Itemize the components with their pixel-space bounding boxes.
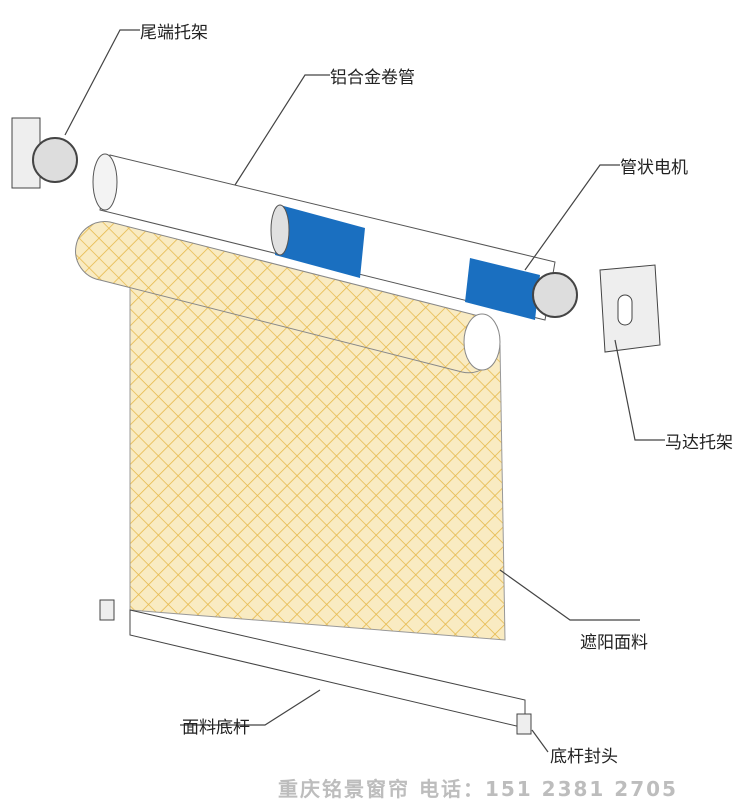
- motor-end: [465, 258, 540, 320]
- tail-bracket-cap: [32, 137, 78, 183]
- leader-lines: [64, 29, 665, 753]
- motor-body: [275, 205, 365, 278]
- tube-cut-edge: [270, 204, 290, 256]
- label-tail-bracket: 尾端托架: [140, 23, 208, 43]
- label-bottom-bar-cap: 底杆封头: [550, 747, 618, 767]
- bottom-cap-right: [516, 713, 532, 735]
- watermark: 重庆铭景窗帘 电话：151 2381 2705: [278, 777, 678, 801]
- label-fabric: 遮阳面料: [580, 633, 648, 653]
- motor-head: [532, 272, 578, 318]
- fabric-roll-end: [463, 313, 501, 371]
- label-motor-bracket: 马达托架: [665, 433, 733, 453]
- label-tubular-motor: 管状电机: [620, 158, 688, 178]
- motor-bracket-slot: [617, 294, 633, 326]
- label-aluminum-tube: 铝合金卷管: [330, 68, 415, 88]
- bottom-cap-left: [99, 599, 115, 621]
- tube-end: [92, 153, 118, 211]
- label-bottom-bar: 面料底杆: [182, 718, 250, 738]
